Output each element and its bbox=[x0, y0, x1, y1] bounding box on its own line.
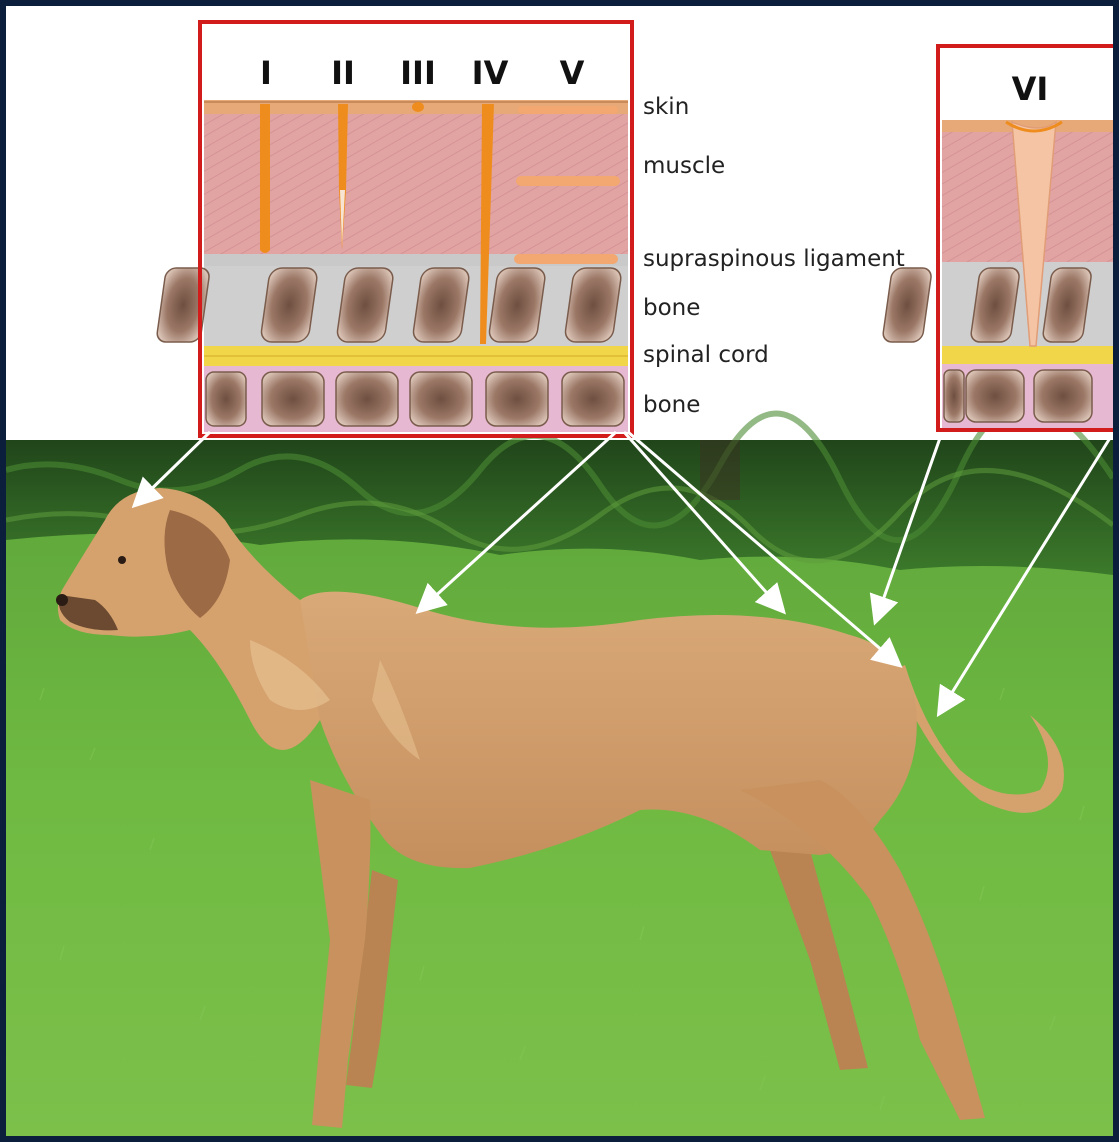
lesion-type-i bbox=[260, 104, 270, 253]
label-skin: skin bbox=[643, 94, 689, 120]
figure-svg: I II III IV V skin muscle supraspinous l… bbox=[6, 6, 1113, 1136]
label-bone-lower: bone bbox=[643, 392, 700, 418]
label-spinal-cord: spinal cord bbox=[643, 342, 769, 368]
diagram-panel-right: VI bbox=[882, 46, 1113, 430]
type-label-i: I bbox=[260, 54, 272, 92]
label-bone-upper: bone bbox=[643, 295, 700, 321]
type-label-iii: III bbox=[400, 54, 436, 92]
type-label-v: V bbox=[560, 54, 585, 92]
layer-labels: skin muscle supraspinous ligament bone s… bbox=[643, 94, 905, 418]
type-label-iv: IV bbox=[472, 54, 509, 92]
type-label-vi: VI bbox=[1012, 70, 1049, 108]
type-label-ii: II bbox=[331, 54, 355, 92]
figure-frame: I II III IV V skin muscle supraspinous l… bbox=[6, 6, 1113, 1136]
label-supraspinous-ligament: supraspinous ligament bbox=[643, 246, 905, 272]
lesion-type-iii bbox=[412, 102, 424, 112]
label-muscle: muscle bbox=[643, 153, 725, 179]
diagram-panel-main: I II III IV V bbox=[156, 22, 632, 436]
